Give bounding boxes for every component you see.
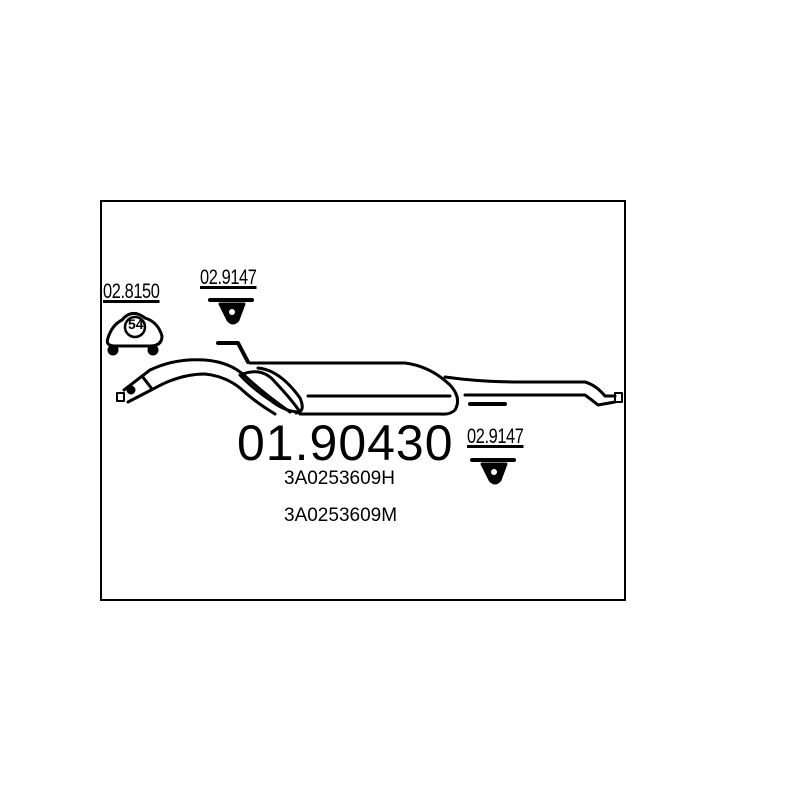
hanger-hook	[216, 341, 250, 364]
clamp-size-label: 54	[128, 316, 144, 332]
tail-pipe	[443, 375, 623, 407]
diagram-frame	[100, 200, 626, 601]
oe-number-1: 3A0253609H	[284, 468, 395, 489]
part-number: 01.90430	[237, 415, 454, 471]
clip-right-ref-label: 02.9147	[467, 425, 524, 448]
clamp-ref-label: 02.8150	[103, 280, 160, 303]
clip-icon-right	[470, 458, 516, 485]
muffler-body	[238, 361, 460, 416]
clip-icon-top	[208, 298, 254, 325]
clip-top-ref-label: 02.9147	[200, 266, 257, 289]
oe-number-2: 3A0253609M	[284, 505, 398, 526]
front-pipe	[116, 358, 292, 416]
clamp-icon	[105, 312, 164, 356]
